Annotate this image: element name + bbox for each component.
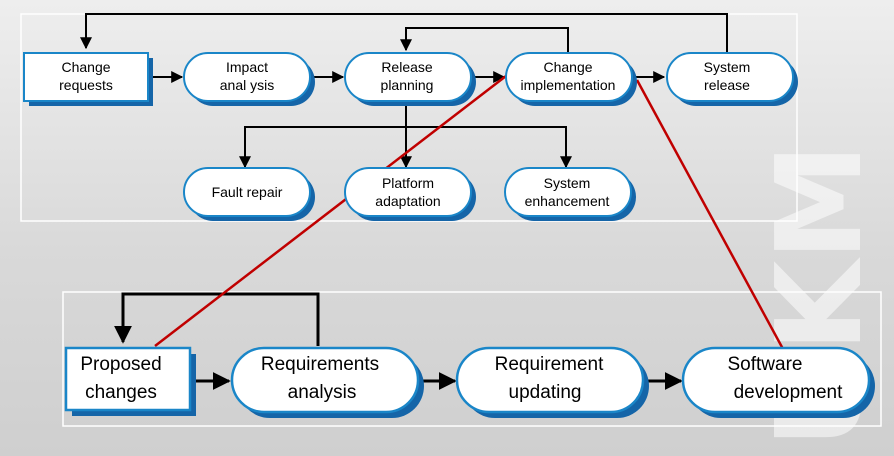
node-change-requests: Change requests [23, 52, 153, 106]
node-system-enhancement-line2: enhancement [525, 193, 610, 209]
node-impact-analysis: Impact anal ysis [183, 52, 315, 106]
node-change-implementation-line2: implementation [521, 77, 616, 93]
node-requirement-updating: Requirement updating [455, 346, 649, 418]
node-change-requests-line1: Change [61, 59, 110, 75]
node-system-release-line1: System [704, 59, 751, 75]
node-requirements-analysis: Requirements analysis [230, 346, 424, 418]
node-requirement-updating-line1: Requirement [495, 354, 604, 375]
node-software-development-line2: development [734, 382, 844, 403]
node-system-enhancement: System enhancement [504, 167, 636, 221]
node-system-release: System release [666, 52, 798, 106]
bottom-process-frame [62, 291, 882, 427]
node-system-enhancement-line1: System [544, 175, 591, 191]
top-connectors [80, 13, 728, 169]
node-impact-analysis-line2: anal ysis [220, 77, 274, 93]
node-requirement-updating-line2: updating [509, 382, 582, 403]
node-proposed-changes-line2: changes [85, 382, 157, 403]
node-impact-analysis-line1: Impact [226, 59, 268, 75]
node-change-requests-line2: requests [59, 77, 113, 93]
node-release-planning-line2: planning [381, 77, 434, 93]
node-platform-adaptation: Platform adaptation [344, 167, 476, 221]
red-mapping-links [154, 75, 785, 350]
node-requirements-analysis-line1: Requirements [261, 354, 379, 375]
node-platform-adaptation-line1: Platform [382, 175, 434, 191]
node-fault-repair-label: Fault repair [212, 184, 283, 200]
node-proposed-changes-line1: Proposed [80, 354, 161, 375]
node-requirements-analysis-line2: analysis [288, 382, 357, 403]
node-release-planning: Release planning [344, 52, 476, 106]
node-software-development-line1: Software [728, 354, 803, 375]
node-change-implementation: Change implementation [505, 52, 637, 106]
node-system-release-line2: release [704, 77, 750, 93]
node-software-development: Software development [681, 346, 875, 418]
node-fault-repair: Fault repair [183, 167, 315, 221]
node-change-implementation-line1: Change [543, 59, 592, 75]
node-proposed-changes: Proposed changes [64, 346, 196, 416]
node-platform-adaptation-line2: adaptation [375, 193, 440, 209]
bottom-connectors [114, 292, 683, 390]
node-release-planning-line1: Release [381, 59, 433, 75]
